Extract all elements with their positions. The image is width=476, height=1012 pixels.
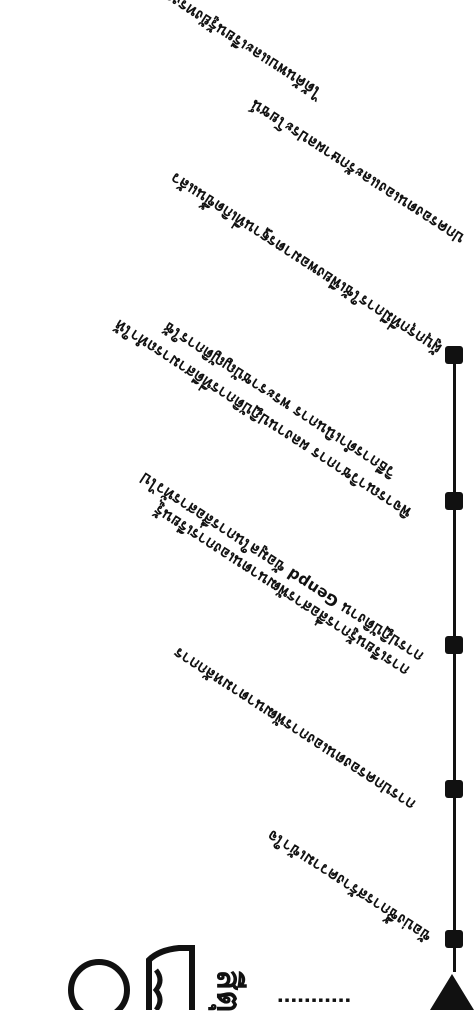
timeline-label-4: วิธีการดำเนินการ พระราชบัญญัติการใช้ [160,318,399,482]
timeline-label-2: ได้ค้นพบและเรียนรู้ยังทรงการกระทำ [107,0,325,102]
timeline-label-1: ปกครองตนเองและรักษาผลประโยชน์ [247,95,468,248]
timeline-node-1 [445,346,463,364]
dotted-connector: ▪▪▪▪▪▪▪▪▪▪▪ [278,996,353,1004]
timeline-label-9: ข้อบ่งชี้การสร้างความเข้าใจ [264,826,435,946]
logo-mark-icon [68,945,195,1010]
timeline-axis [453,352,456,972]
timeline-node-3 [445,636,463,654]
timeline-label-8: การปกครองตนเองการพัฒนาตามหลักการ [170,643,419,814]
timeline-node-5 [445,930,463,948]
timeline-node-4 [445,780,463,798]
timeline-node-2 [445,492,463,510]
start-arrow-icon [430,974,474,1010]
